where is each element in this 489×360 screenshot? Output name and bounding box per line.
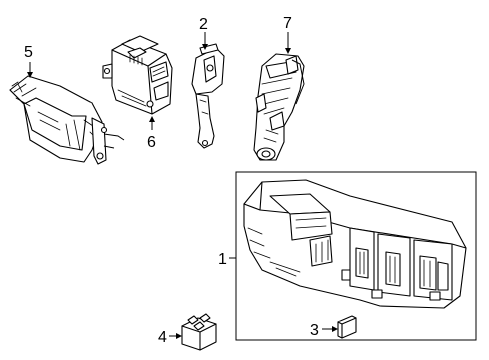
callout-3: 3 <box>310 322 319 339</box>
part-4-relay <box>181 313 217 351</box>
callout-5: 5 <box>24 44 33 61</box>
part-1-junction-box <box>235 171 477 341</box>
callout-1: 1 <box>218 251 227 268</box>
part-2-bracket <box>191 43 225 149</box>
part-6-module <box>102 35 173 115</box>
callout-6: 6 <box>147 134 156 151</box>
part-3-clip <box>337 315 357 339</box>
part-5-bracket <box>9 75 125 165</box>
callout-4: 4 <box>158 329 167 346</box>
callout-7: 7 <box>283 15 292 32</box>
callout-2: 2 <box>199 16 208 33</box>
callout-leaders <box>27 32 338 339</box>
part-7-assembly <box>253 53 305 161</box>
